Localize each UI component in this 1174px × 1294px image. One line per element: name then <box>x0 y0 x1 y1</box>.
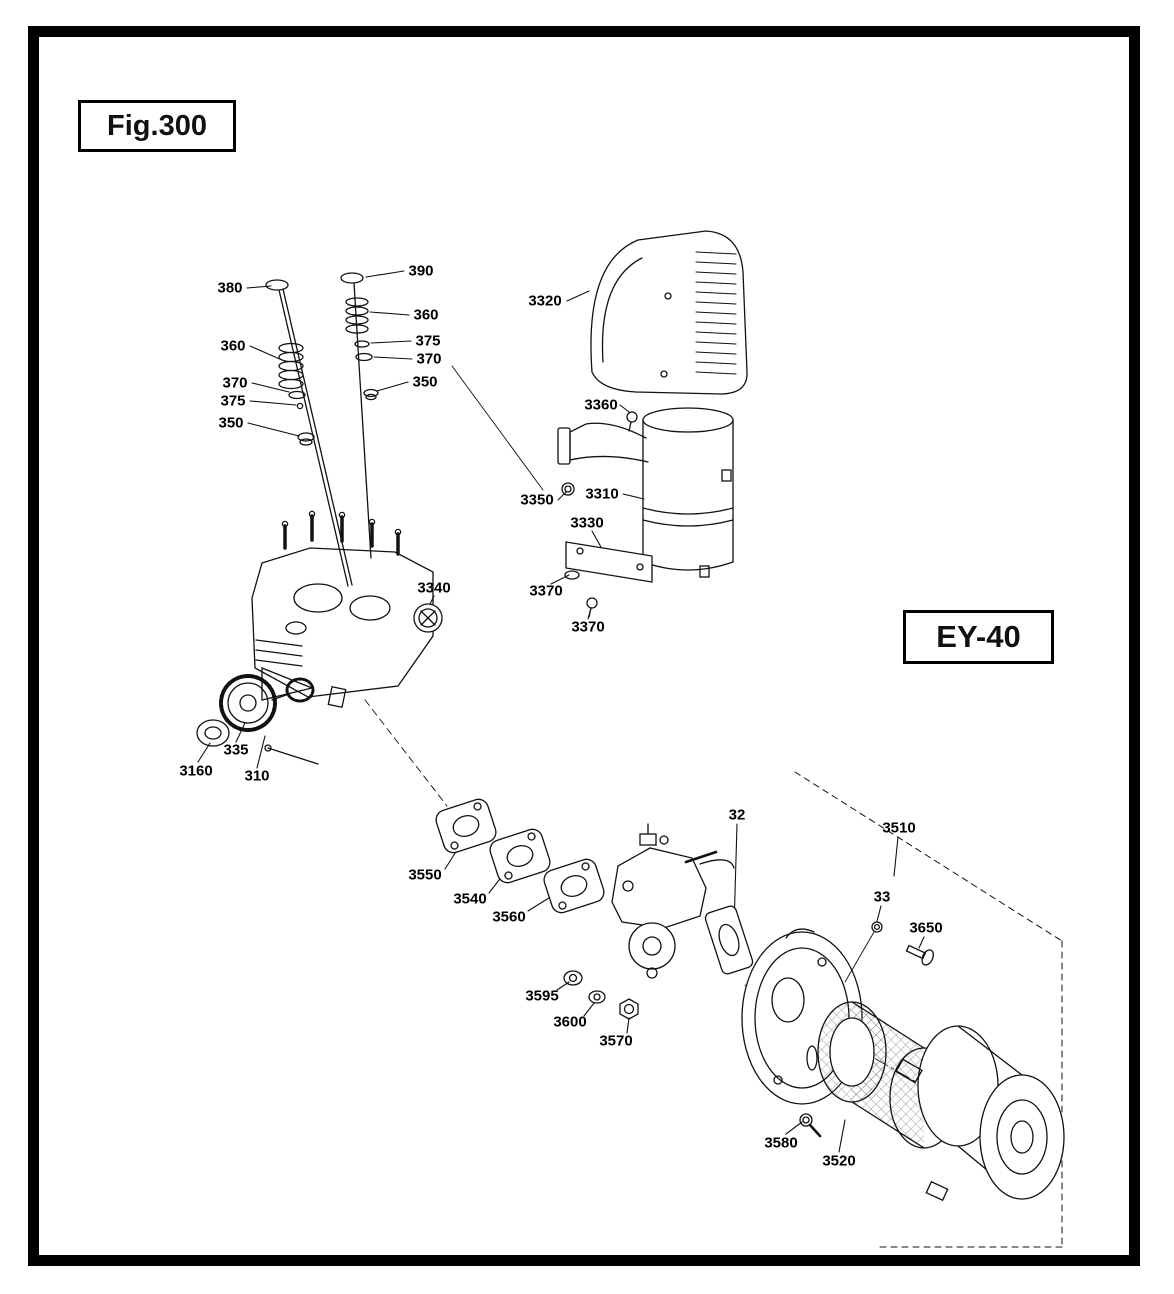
model-code: EY-40 <box>936 619 1021 654</box>
part-370-retainer-left <box>288 390 306 400</box>
part-3650-screw <box>905 944 934 966</box>
part-3550-gasket <box>435 798 497 854</box>
part-3560-gasket <box>543 858 605 914</box>
part-33-nut <box>871 921 883 933</box>
part-3360-bolt <box>626 411 638 432</box>
leader-lines <box>197 270 925 1153</box>
part-3510-housing <box>895 1025 1065 1202</box>
part-390-valve <box>340 272 372 559</box>
part-3160-bearing <box>196 719 230 747</box>
figure-title: Fig.300 <box>107 109 207 142</box>
part-3370-screw <box>586 597 598 618</box>
figure-title-box: Fig.300 <box>78 100 236 152</box>
part-3570-nut <box>619 998 639 1020</box>
part-335-camshaft-gear <box>219 674 277 732</box>
model-code-box: EY-40 <box>903 610 1054 664</box>
part-3580-bolt <box>799 1113 822 1138</box>
part-375-keeper-right <box>354 340 370 348</box>
part-3350-nut <box>561 482 575 496</box>
part-3595-washer <box>563 970 583 986</box>
part-310-shaft <box>264 677 319 765</box>
part-370-retainer-right <box>355 352 373 362</box>
part-3340-plug <box>413 603 443 633</box>
page-border <box>28 26 1140 1266</box>
part-3540-gasket <box>489 828 551 884</box>
part-3370-clip <box>564 570 580 580</box>
part-360-spring-left <box>278 342 304 390</box>
part-350-cap-right <box>363 388 379 401</box>
part-3600-washer <box>588 990 606 1004</box>
part-360-spring-right <box>345 297 369 334</box>
part-375-keeper-left <box>296 402 304 410</box>
part-3330-bracket <box>565 541 653 583</box>
part-32-gasket <box>704 905 754 975</box>
carburetor-body <box>611 823 735 979</box>
part-3320-cover <box>590 230 748 395</box>
exhaust-pipe <box>557 422 649 465</box>
part-350-cap-left <box>297 432 315 446</box>
part-3520-filter-element <box>817 1001 959 1149</box>
